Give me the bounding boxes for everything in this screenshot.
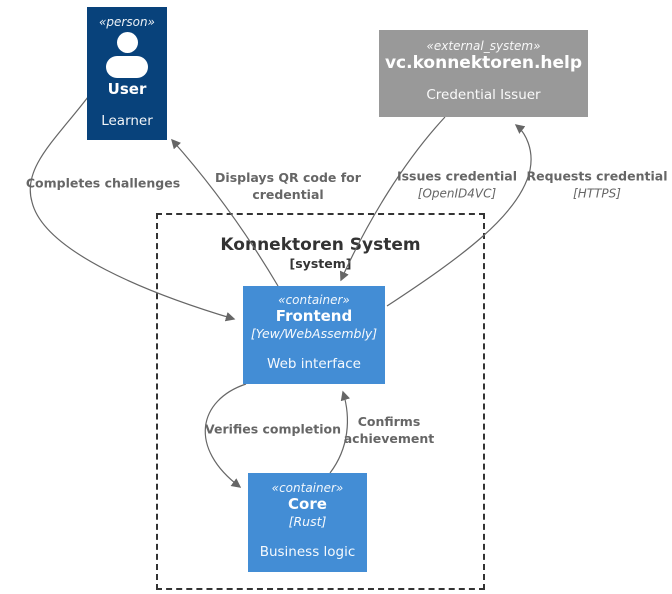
person-icon-head (116, 32, 138, 53)
system-boundary: Konnektoren System [system] (156, 213, 485, 590)
edge-label-text: Confirms (357, 414, 421, 430)
edge-completes-challenges (29, 96, 236, 322)
edge-verifies-completion (204, 383, 247, 488)
edge-label-completes-challenges: Completes challenges (26, 176, 180, 193)
edge-label-text: Displays QR code for (215, 170, 361, 186)
node-stereotype: «container» (271, 481, 344, 495)
edge-confirms-achievement (329, 390, 350, 474)
boundary-title: Konnektoren System (220, 235, 421, 255)
person-icon (106, 32, 148, 78)
node-description: Learner (101, 112, 153, 129)
node-core-container: «container» Core [Rust] Business logic (248, 473, 367, 572)
edge-label-technology: [OpenID4VC] (417, 186, 497, 201)
node-name: Core (288, 495, 327, 513)
edge-label-technology: [HTTPS] (573, 186, 621, 201)
node-credential-issuer-external-system: «external_system» vc.konnektoren.help Cr… (379, 30, 588, 117)
node-name: Frontend (275, 307, 353, 325)
edge-issues-credential (339, 116, 446, 282)
node-description: Business logic (259, 543, 356, 560)
node-technology: [Yew/WebAssembly] (250, 325, 378, 341)
person-icon-torso (106, 56, 148, 78)
node-stereotype: «external_system» (426, 39, 541, 53)
edge-label-requests-credential: Requests credential [HTTPS] (527, 168, 668, 201)
boundary-subtitle: [system] (289, 256, 352, 271)
edge-label-text: Verifies completion (205, 421, 341, 437)
node-description: Web interface (267, 355, 361, 372)
node-name: vc.konnektoren.help (384, 53, 583, 73)
edge-label-text: achievement (343, 431, 435, 446)
edge-label-verifies-completion: Verifies completion (205, 422, 341, 439)
edge-label-displays-qr-code: Displays QR code for credential (215, 170, 361, 204)
node-stereotype: «person» (99, 15, 155, 29)
edge-label-text: Requests credential (526, 168, 668, 184)
edge-label-text: Issues credential (396, 168, 518, 184)
edge-label-issues-credential: Issues credential [OpenID4VC] (397, 168, 517, 201)
node-frontend-container: «container» Frontend [Yew/WebAssembly] W… (243, 286, 385, 384)
node-user-person: «person» User Learner (87, 7, 167, 140)
edge-label-text: Completes challenges (25, 175, 181, 191)
edge-displays-qr-code (171, 138, 279, 287)
node-description: Credential Issuer (426, 87, 541, 104)
node-name: User (107, 80, 147, 98)
node-technology: [Rust] (288, 513, 327, 529)
node-stereotype: «container» (278, 293, 350, 307)
edge-label-text: credential (252, 187, 324, 202)
edge-requests-credential (386, 124, 532, 307)
edge-label-confirms-achievement: Confirms achievement (344, 414, 435, 448)
